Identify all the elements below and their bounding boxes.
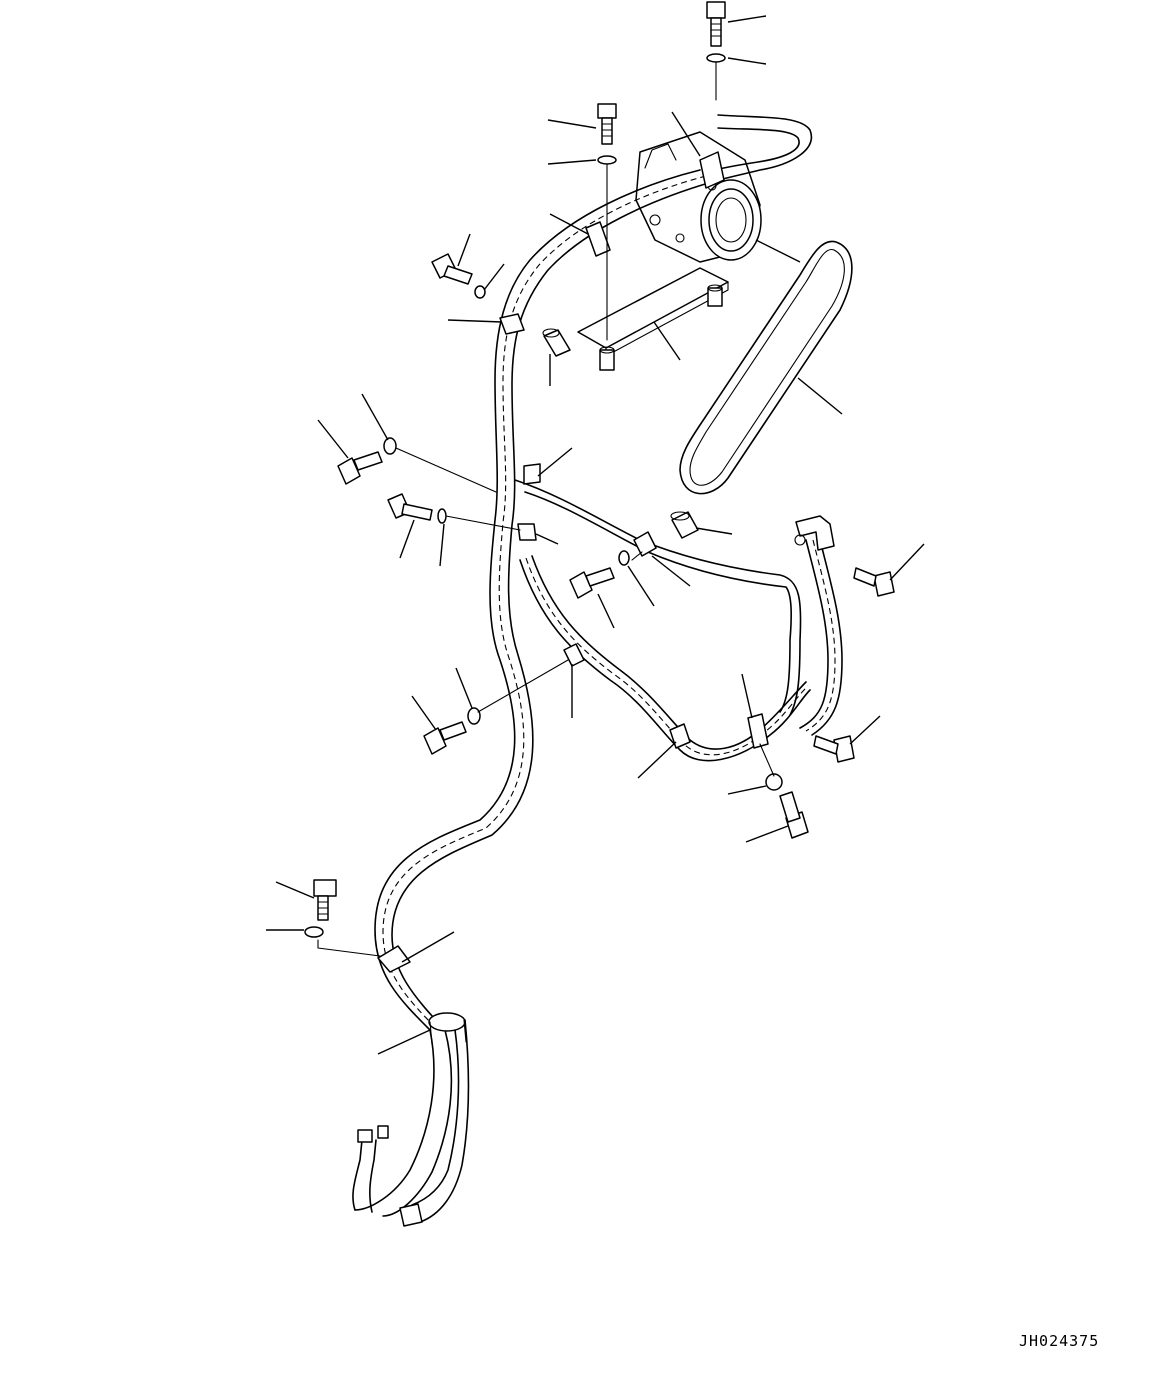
drive-belt bbox=[679, 240, 853, 495]
washers bbox=[304, 53, 783, 938]
bolt-upper-left bbox=[597, 103, 617, 145]
hose-assembly bbox=[352, 114, 843, 1223]
spacer-collar-bracket-1 bbox=[599, 346, 615, 371]
clamp-right-lower bbox=[747, 713, 769, 749]
figure-code: JH024375 bbox=[1019, 1332, 1100, 1350]
bolt-top bbox=[706, 1, 726, 47]
leader-lines bbox=[266, 15, 925, 1055]
clamp-loop-top bbox=[563, 643, 585, 667]
bolt-right-2 bbox=[813, 735, 855, 763]
bolt-left-3 bbox=[387, 493, 433, 521]
elbow-fitting-right bbox=[794, 515, 835, 551]
bolt-right-1 bbox=[853, 567, 895, 597]
clamp-upper-left bbox=[585, 221, 611, 257]
hose-end-fitting-bottom-3 bbox=[399, 1203, 423, 1227]
clamp-right-upper bbox=[633, 531, 657, 557]
bracket-plate bbox=[577, 267, 729, 357]
hose-end-fitting-bottom-2 bbox=[377, 1125, 389, 1139]
bolt-centre bbox=[569, 567, 615, 599]
hose-end-fitting-bottom-1 bbox=[357, 1129, 373, 1143]
compressor bbox=[635, 131, 762, 263]
clamp-junction bbox=[523, 463, 541, 485]
bolt-right-3 bbox=[779, 791, 809, 839]
bolt-left-2 bbox=[337, 451, 383, 485]
clamp-lower bbox=[377, 945, 411, 973]
spacer-collar-right bbox=[670, 511, 699, 539]
bolt-left-1 bbox=[431, 253, 473, 285]
assembly-lines bbox=[317, 61, 775, 957]
bolt-left-4 bbox=[423, 721, 467, 755]
bolt-lower-left bbox=[313, 879, 337, 921]
spacer-collar-bracket-2 bbox=[707, 284, 723, 307]
spacer-collar-left bbox=[542, 328, 571, 357]
clamp-middle-left bbox=[499, 313, 525, 335]
clamp-centre bbox=[517, 523, 537, 541]
clamp-upper-compressor bbox=[699, 151, 725, 189]
grommet bbox=[428, 1012, 467, 1045]
